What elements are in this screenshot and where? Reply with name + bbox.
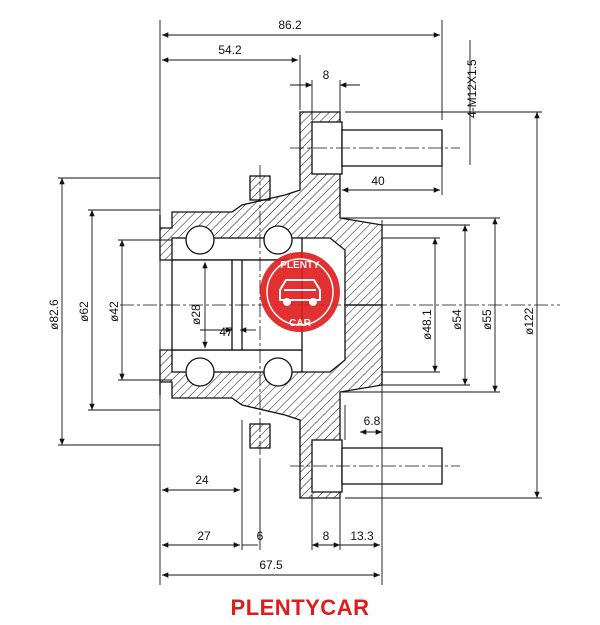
dimension-texts: 86.2 54.2 8 4-M12X1.5 40 ø82.6 ø62 ø42 ø… <box>47 18 536 572</box>
dim-24: 24 <box>195 473 209 487</box>
centre-lines <box>120 147 560 467</box>
dim-86-2: 86.2 <box>278 18 302 32</box>
dim-8-top: 8 <box>323 68 330 82</box>
hub-bearing-drawing: 86.2 54.2 8 4-M12X1.5 40 ø82.6 ø62 ø42 ø… <box>47 18 560 585</box>
dim-8-bottom: 8 <box>323 529 330 543</box>
dimension-lines <box>58 20 542 585</box>
dim-54-2: 54.2 <box>218 43 242 57</box>
dim-47: 47 <box>219 325 233 339</box>
dim-d54: ø54 <box>450 309 464 330</box>
dim-d28: ø28 <box>189 304 203 325</box>
dim-thread: 4-M12X1.5 <box>465 59 479 118</box>
dim-d48-1: ø48.1 <box>420 309 434 340</box>
ball-ll <box>185 357 215 387</box>
dim-40: 40 <box>371 174 385 188</box>
dim-13-3: 13.3 <box>350 529 374 543</box>
watermark-top-text: PLENTY <box>280 260 320 271</box>
dim-6: 6 <box>257 529 264 543</box>
watermark-bottom-text: CAR <box>289 318 311 329</box>
ball-ul <box>185 225 215 255</box>
brand-title: PLENTYCAR <box>230 595 370 620</box>
dim-d62: ø62 <box>77 301 91 322</box>
dim-d42: ø42 <box>107 301 121 322</box>
dim-d55: ø55 <box>480 309 494 330</box>
dim-6-8: 6.8 <box>364 414 381 428</box>
dim-27: 27 <box>197 529 211 543</box>
dim-d122: ø122 <box>522 307 536 335</box>
car-icon <box>279 279 321 306</box>
ball-lr <box>263 357 293 387</box>
plentycar-watermark-logo: PLENTY CAR <box>260 252 340 332</box>
ball-ur <box>263 225 293 255</box>
dim-67-5: 67.5 <box>259 558 283 572</box>
dim-d82-6: ø82.6 <box>47 299 61 330</box>
